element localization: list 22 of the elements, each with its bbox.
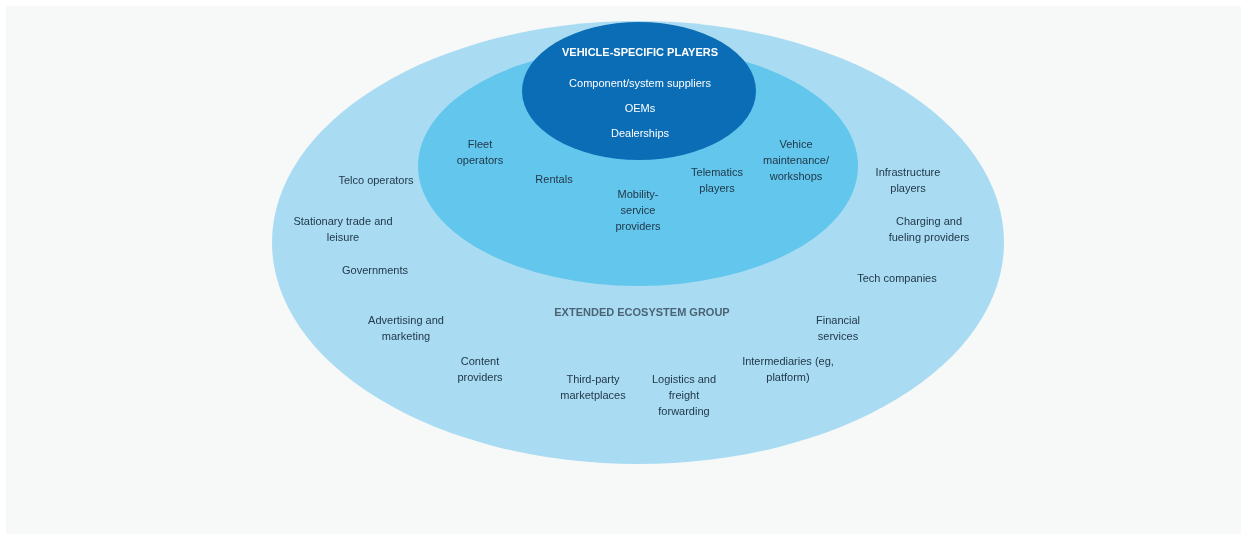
category-label: Dealerships [609,126,671,141]
category-label: Telco operators [337,173,415,188]
category-label: Rentals [534,172,574,187]
group-heading: VEHICLE-SPECIFIC PLAYERS [560,45,720,60]
category-label: Charging and fueling providers [887,214,971,245]
category-label: Advertising and marketing [367,313,445,344]
category-label: Component/system suppliers [568,76,712,91]
category-label: OEMs [623,101,657,116]
category-label: Intermediaries (eg, platform) [741,354,835,385]
category-label: Third-party marketplaces [559,372,627,403]
category-label: Content providers [456,354,504,385]
category-label: Financial services [815,313,861,344]
category-label: Vehice maintenance/ workshops [761,137,830,184]
category-label: Tech companies [857,271,937,286]
category-label: Mobility-service providers [614,187,662,234]
category-label: Infrastructure players [874,165,942,196]
category-label: Governments [341,263,409,278]
category-label: Stationary trade and leisure [292,214,394,245]
category-label: Logistics and freight forwarding [650,372,718,419]
category-label: Fleet operators [455,137,505,168]
category-label: Telematics players [690,165,744,196]
group-heading: EXTENDED ECOSYSTEM GROUP [553,305,731,320]
